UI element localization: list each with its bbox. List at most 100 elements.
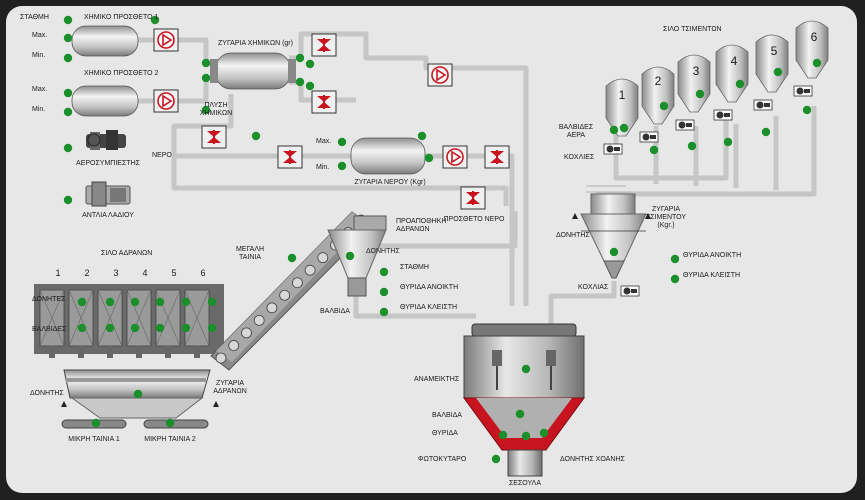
valves-label: ΒΑΛΒΙΔΕΣ — [32, 326, 67, 333]
valve-chem-top-icon[interactable] — [311, 33, 337, 57]
status-indicator — [687, 141, 697, 151]
cement-silo-number: 4 — [730, 54, 738, 68]
agg-silo-label: ΣΙΛΟ ΑΔΡΑΝΩΝ — [101, 250, 153, 257]
pump-water-line-icon[interactable] — [442, 145, 468, 169]
belt-roller — [291, 277, 303, 289]
belt-roller — [304, 264, 316, 276]
pump-chem1-icon[interactable] — [153, 28, 179, 52]
status-indicator — [155, 297, 165, 307]
mixer-valve-label: ΒΑΛΒΙΔΑ — [432, 412, 462, 419]
status-indicator — [305, 81, 315, 91]
aggregate-silos — [34, 284, 224, 358]
chemical-tank-1 — [71, 25, 139, 57]
oil-pump-label: ΑΝΤΛΙΑ ΛΑΔΙΟΥ — [82, 212, 134, 219]
status-indicator — [609, 125, 619, 135]
pump-chem2-icon[interactable] — [153, 89, 179, 113]
cement-silo-number: 5 — [770, 44, 778, 58]
chemical-tank-2 — [71, 85, 139, 117]
closed-gate-label: ΘΥΡΙΔΑ ΚΛΕΙΣΤΗ — [400, 304, 458, 311]
aggregate-scale — [63, 369, 211, 419]
small-belts — [61, 419, 209, 429]
water-max-label: Max. — [316, 138, 332, 145]
auger-3-icon[interactable] — [675, 119, 695, 131]
water-scale-label: ΖΥΓΑΡΙΑ ΝΕΡΟΥ (Kgr) — [354, 179, 426, 186]
auger-6-icon[interactable] — [793, 85, 813, 97]
pipe-cement-augers — [596, 106, 817, 197]
aggregate-prestorage — [327, 215, 387, 297]
small-belt1-label: ΜΙΚΡΗ ΤΑΙΝΙΑ 1 — [68, 436, 120, 443]
valve-water-in-icon[interactable] — [277, 145, 303, 169]
belt-roller — [228, 340, 240, 351]
water-add-label: ΠΡΟΣΘΕΤΟ ΝΕΡΟ — [443, 216, 505, 223]
status-indicator — [670, 274, 680, 284]
mixer — [463, 323, 585, 477]
valve-chem-bottom-icon[interactable] — [311, 90, 337, 114]
status-indicator — [670, 254, 680, 264]
chute-label: ΣΕΣΟΥΛΑ — [508, 480, 542, 487]
cement-silo-number: 6 — [810, 30, 818, 44]
status-indicator — [63, 15, 73, 25]
aggregate-silo-number: 2 — [84, 268, 90, 278]
marker-icon — [645, 213, 651, 219]
status-indicator — [619, 123, 629, 133]
status-indicator — [181, 297, 191, 307]
small-belt2-label: ΜΙΚΡΗ ΤΑΙΝΙΑ 2 — [144, 436, 196, 443]
auger-2-icon[interactable] — [639, 131, 659, 143]
status-indicator — [498, 430, 508, 440]
status-indicator — [695, 89, 705, 99]
cement-silo-5 — [755, 34, 789, 93]
chem-scale-label: ΖΥΓΑΡΙΑ ΧΗΜΙΚΩΝ (gr) — [218, 40, 293, 47]
valve-water-add-icon[interactable] — [460, 186, 486, 210]
compressor — [86, 130, 126, 150]
air-valves-label: ΒΑΛΒΙΔΕΣ ΑΕΡΑ — [558, 124, 594, 139]
status-indicator — [130, 297, 140, 307]
status-indicator — [417, 131, 427, 141]
cement-silo-label: ΣΙΛΟ ΤΣΙΜΕΝΤΩΝ — [663, 26, 722, 33]
valve-chem-wash-icon[interactable] — [201, 125, 227, 149]
status-indicator — [201, 58, 211, 68]
status-indicator — [337, 161, 347, 171]
oil-pump — [85, 181, 131, 207]
cement-silo-2 — [641, 66, 675, 125]
status-indicator — [207, 323, 217, 333]
legend-gate-open: ΘΥΡΙΔΑ ΑΝΟΙΚΤΗ — [683, 252, 742, 259]
status-indicator — [105, 297, 115, 307]
valve-water-out-icon[interactable] — [484, 145, 510, 169]
status-indicator — [515, 409, 525, 419]
chem2-max-label: Max. — [32, 86, 48, 93]
status-indicator — [63, 33, 73, 43]
aggregate-silo-1 — [39, 289, 65, 358]
status-indicator — [63, 88, 73, 98]
marker-icon — [61, 401, 67, 407]
auger-4-icon[interactable] — [713, 109, 733, 121]
prestorage-valve-label: ΒΑΛΒΙΔΑ — [320, 308, 350, 315]
prestorage-label: ΠΡΟΑΠΟΘΗΚΗ ΑΔΡΑΝΩΝ — [396, 218, 447, 233]
open-gate-label: ΘΥΡΙΔΑ ΑΝΟΙΚΤΗ — [400, 284, 459, 291]
status-indicator — [63, 107, 73, 117]
cement-auger-label: ΚΟΧΛΙΑΣ — [578, 284, 609, 291]
status-indicator — [521, 364, 531, 374]
cement-silo-number: 2 — [654, 74, 662, 88]
pipes — [136, 31, 817, 326]
big-belt-label: ΜΕΓΑΛΗ ΤΑΙΝΙΑ — [235, 246, 265, 261]
auger-5-icon[interactable] — [753, 99, 773, 111]
cement-scale-auger-icon[interactable] — [620, 285, 640, 297]
cement-vibrator-label: ΔΟΝΗΤΗΣ — [556, 232, 590, 239]
pipe-chem-scale-out-top — [289, 31, 529, 306]
belt-roller — [266, 302, 278, 314]
belt-roller — [279, 289, 291, 301]
status-indicator — [201, 73, 211, 83]
status-indicator — [150, 15, 160, 25]
auger-1-icon[interactable] — [603, 143, 623, 155]
prestorage-vibrator-label: ΔΟΝΗΤΗΣ — [366, 248, 400, 255]
pump-chem-line-icon[interactable] — [427, 63, 453, 87]
cement-silo-number: 3 — [692, 64, 700, 78]
cement-scale-label: ΖΥΓΑΡΙΑ ΤΣΙΜΕΝΤΟΥ (Kgr.) — [645, 206, 687, 229]
water-label: ΝΕΡΟ — [152, 152, 172, 159]
belt-roller — [241, 327, 252, 339]
status-indicator — [295, 53, 305, 63]
plant-diagram — [34, 15, 829, 477]
status-indicator — [287, 253, 297, 263]
status-indicator — [521, 431, 531, 441]
water-min-label: Min. — [316, 164, 330, 171]
